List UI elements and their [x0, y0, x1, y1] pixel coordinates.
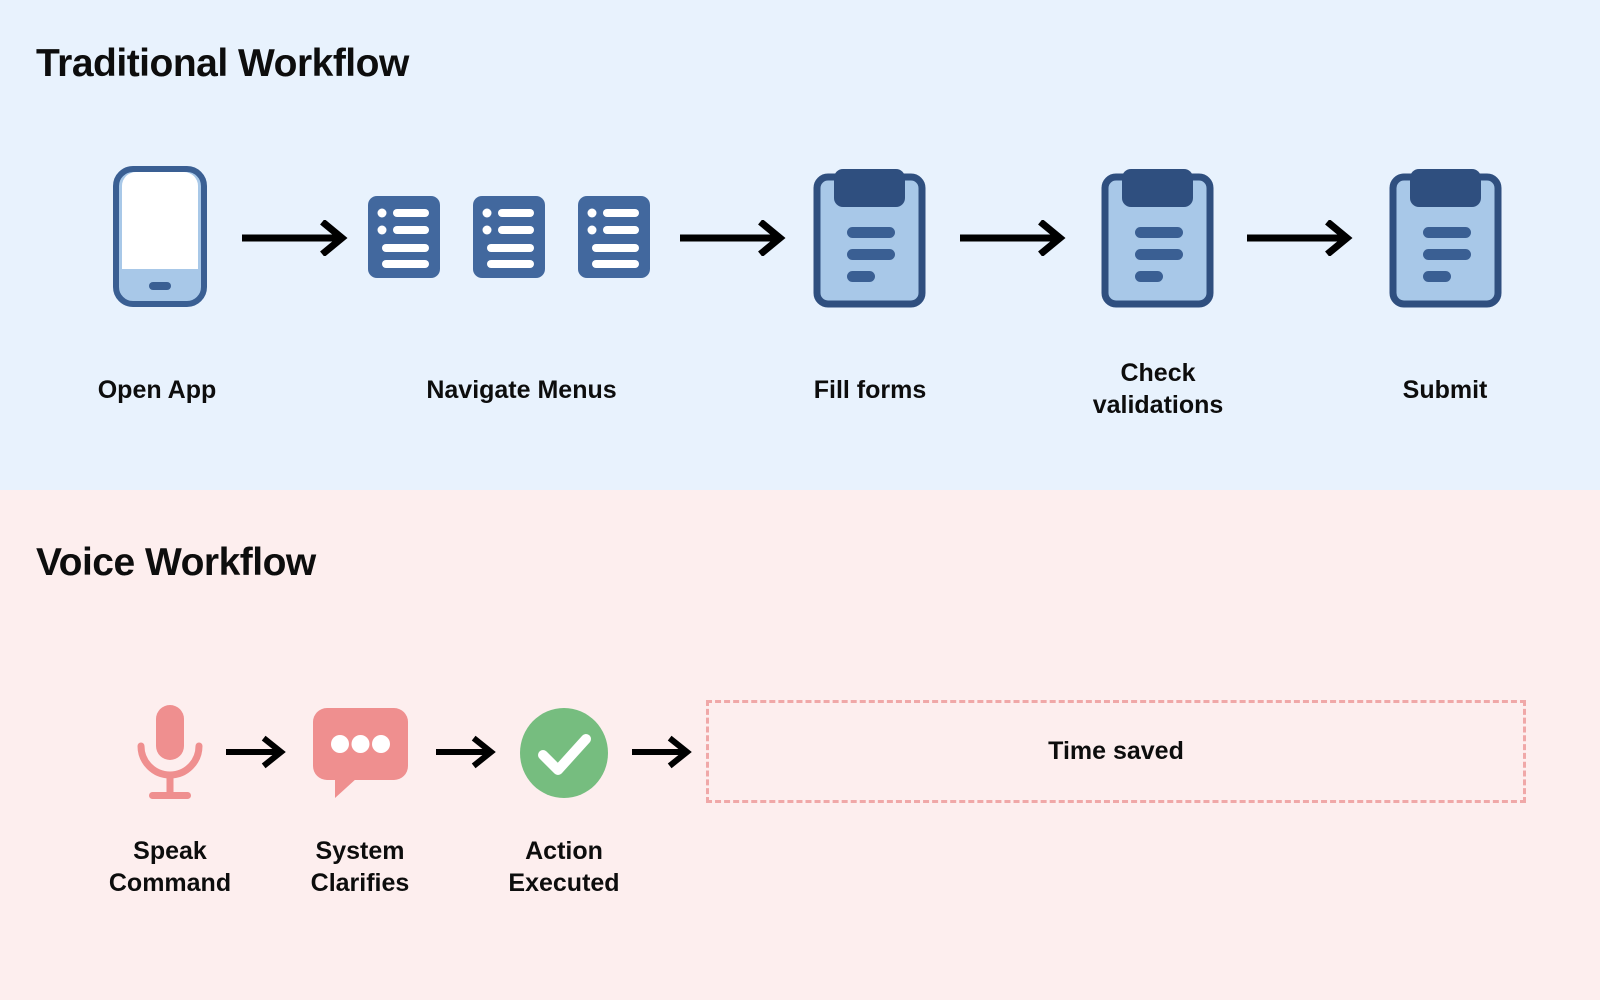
arrow-icon — [678, 219, 788, 261]
menu-list-icon — [578, 196, 650, 278]
arrow-icon — [630, 735, 694, 774]
arrow-icon — [1245, 219, 1355, 261]
step-label-speak-command: Speak Command — [108, 837, 232, 897]
voice-workflow-band — [0, 490, 1600, 1000]
traditional-workflow-title: Traditional Workflow — [36, 42, 409, 85]
menu-list-icon — [473, 196, 545, 278]
clipboard-icon — [1101, 165, 1214, 308]
arrow-icon — [958, 219, 1068, 261]
microphone-icon — [131, 703, 209, 803]
step-label-check-validations: Check validations — [1092, 359, 1224, 419]
arrow-icon — [224, 735, 288, 774]
speech-bubble-icon — [313, 708, 408, 798]
menu-list-icon — [368, 196, 440, 278]
step-label-submit: Submit — [1402, 376, 1488, 404]
voice-workflow-title: Voice Workflow — [36, 541, 316, 584]
clipboard-icon — [1389, 165, 1502, 308]
time-saved-label: Time saved — [1048, 737, 1184, 765]
step-label-open-app: Open App — [97, 376, 217, 404]
step-label-fill-forms: Fill forms — [813, 376, 927, 404]
phone-icon — [113, 166, 207, 307]
step-label-system-clarifies: System Clarifies — [310, 837, 410, 897]
step-label-action-executed: Action Executed — [508, 837, 620, 897]
clipboard-icon — [813, 165, 926, 308]
check-circle-icon — [520, 708, 608, 798]
arrow-icon — [240, 219, 350, 261]
time-saved-box: Time saved — [706, 700, 1526, 803]
arrow-icon — [434, 735, 498, 774]
step-label-navigate-menus: Navigate Menus — [426, 376, 617, 404]
